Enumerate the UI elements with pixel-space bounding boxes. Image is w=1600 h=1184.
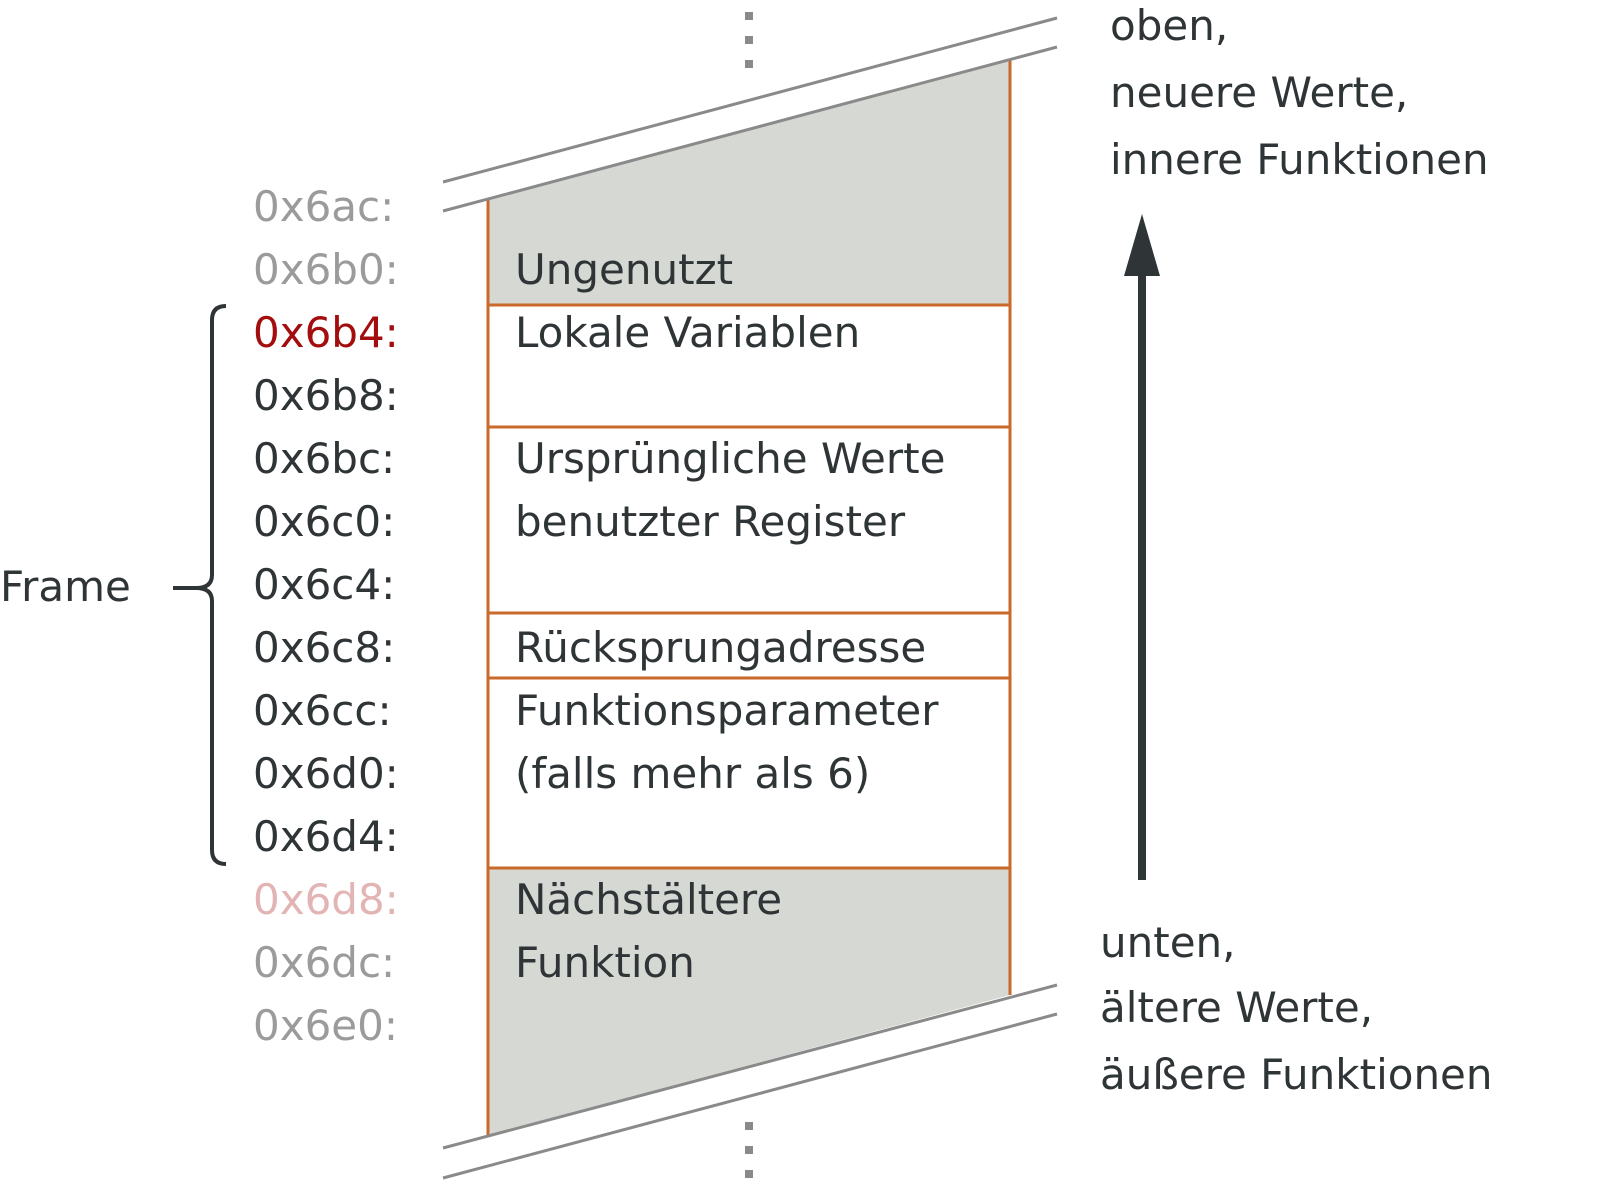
- address-label: 0x6c8:: [253, 623, 395, 672]
- segment-saved-registers-line: Ursprüngliche Werte: [515, 434, 945, 483]
- address-label: 0x6d8:: [253, 875, 399, 924]
- segment-saved-registers-line: benutzter Register: [515, 497, 906, 546]
- segment-return-address-line: Rücksprungadresse: [515, 623, 926, 672]
- address-label: 0x6c0:: [253, 497, 395, 546]
- direction-arrow-head: [1124, 214, 1160, 276]
- bottom-caption-line-3: äußere Funktionen: [1100, 1050, 1493, 1099]
- address-label: 0x6b0:: [253, 245, 399, 294]
- address-column: 0x6ac: 0x6b0: 0x6b4: 0x6b8: 0x6bc: 0x6c0: 0x6c…: [253, 182, 399, 1050]
- address-label: 0x6b4:: [253, 308, 399, 357]
- address-label: 0x6bc:: [253, 434, 395, 483]
- address-label: 0x6dc:: [253, 938, 395, 987]
- bottom-caption-line-2: ältere Werte,: [1100, 983, 1373, 1032]
- segment-params-line: (falls mehr als 6): [515, 749, 870, 798]
- segment-locals-line: Lokale Variablen: [515, 308, 860, 357]
- bottom-caption: unten, ältere Werte, äußere Funktionen: [1100, 918, 1493, 1099]
- address-label: 0x6cc:: [253, 686, 392, 735]
- segment-unused-line: Ungenutzt: [515, 245, 733, 294]
- top-caption: oben, neuere Werte, innere Funktionen: [1110, 1, 1489, 184]
- address-label: 0x6c4:: [253, 560, 395, 609]
- bottom-cut-line-upper: [442, 983, 1058, 1150]
- unused-region-fill: [488, 60, 1010, 305]
- address-label: 0x6ac:: [253, 182, 394, 231]
- frame-label: Frame: [0, 562, 131, 611]
- older-function-region-fill: [488, 868, 1010, 1135]
- top-caption-line-2: neuere Werte,: [1110, 68, 1408, 117]
- top-cut-line-lower: [442, 45, 1058, 213]
- bottom-caption-line-1: unten,: [1100, 918, 1236, 967]
- frame-brace: [195, 304, 227, 866]
- segment-older-function-line: Funktion: [515, 938, 695, 987]
- address-label: 0x6e0:: [253, 1001, 398, 1050]
- segment-older-function-line: Nächstältere: [515, 875, 782, 924]
- bottom-cut-line-lower: [442, 1012, 1058, 1180]
- address-label: 0x6b8:: [253, 371, 399, 420]
- address-label: 0x6d0:: [253, 749, 399, 798]
- top-cut-line-upper: [442, 16, 1058, 184]
- top-caption-line-3: innere Funktionen: [1110, 135, 1489, 184]
- segment-params-line: Funktionsparameter: [515, 686, 939, 735]
- address-label: 0x6d4:: [253, 812, 399, 861]
- top-caption-line-1: oben,: [1110, 1, 1228, 50]
